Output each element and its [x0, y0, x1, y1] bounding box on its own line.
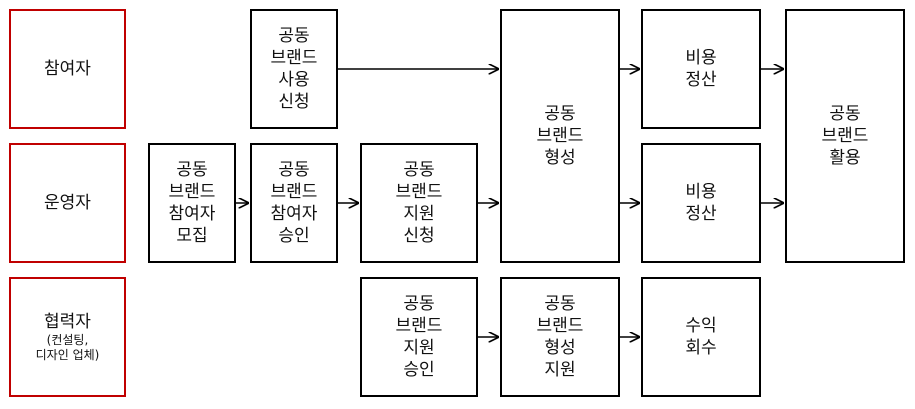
step-cost-settlement-operator-label: 비용 정산 [685, 182, 717, 224]
step-form-brand-support-label: 공동 브랜드 형성 지원 [536, 294, 584, 380]
step-apply-brand-use: 공동 브랜드 사용 신청 [250, 9, 338, 129]
step-revenue-recovery-label: 수익 회수 [685, 316, 717, 358]
role-participant-box: 참여자 [9, 9, 126, 129]
role-operator-box: 운영자 [9, 143, 126, 263]
step-recruit-participants-label: 공동 브랜드 참여자 모집 [168, 160, 216, 246]
step-apply-support: 공동 브랜드 지원 신청 [360, 143, 478, 263]
step-approve-participants-label: 공동 브랜드 참여자 승인 [270, 160, 318, 246]
role-operator-label: 운영자 [44, 193, 91, 213]
step-form-brand: 공동 브랜드 형성 [500, 9, 620, 263]
role-participant-label: 참여자 [44, 59, 91, 79]
step-cost-settlement-operator: 비용 정산 [641, 143, 761, 263]
step-apply-support-label: 공동 브랜드 지원 신청 [395, 160, 443, 246]
step-approve-support-label: 공동 브랜드 지원 승인 [395, 294, 443, 380]
step-form-brand-label: 공동 브랜드 형성 [536, 104, 584, 168]
step-utilize-brand: 공동 브랜드 활용 [785, 9, 905, 263]
step-utilize-brand-label: 공동 브랜드 활용 [821, 104, 869, 168]
step-recruit-participants: 공동 브랜드 참여자 모집 [148, 143, 236, 263]
step-apply-brand-use-label: 공동 브랜드 사용 신청 [270, 26, 318, 112]
role-partner-note: (컨설팅, 디자인 업체) [35, 333, 100, 362]
role-partner-label: 협력자 [44, 312, 91, 332]
step-approve-support: 공동 브랜드 지원 승인 [360, 277, 478, 397]
step-form-brand-support: 공동 브랜드 형성 지원 [500, 277, 620, 397]
step-revenue-recovery: 수익 회수 [641, 277, 761, 397]
step-cost-settlement-participant: 비용 정산 [641, 9, 761, 129]
step-approve-participants: 공동 브랜드 참여자 승인 [250, 143, 338, 263]
step-cost-settlement-participant-label: 비용 정산 [685, 48, 717, 90]
role-partner-box: 협력자 (컨설팅, 디자인 업체) [9, 277, 126, 397]
